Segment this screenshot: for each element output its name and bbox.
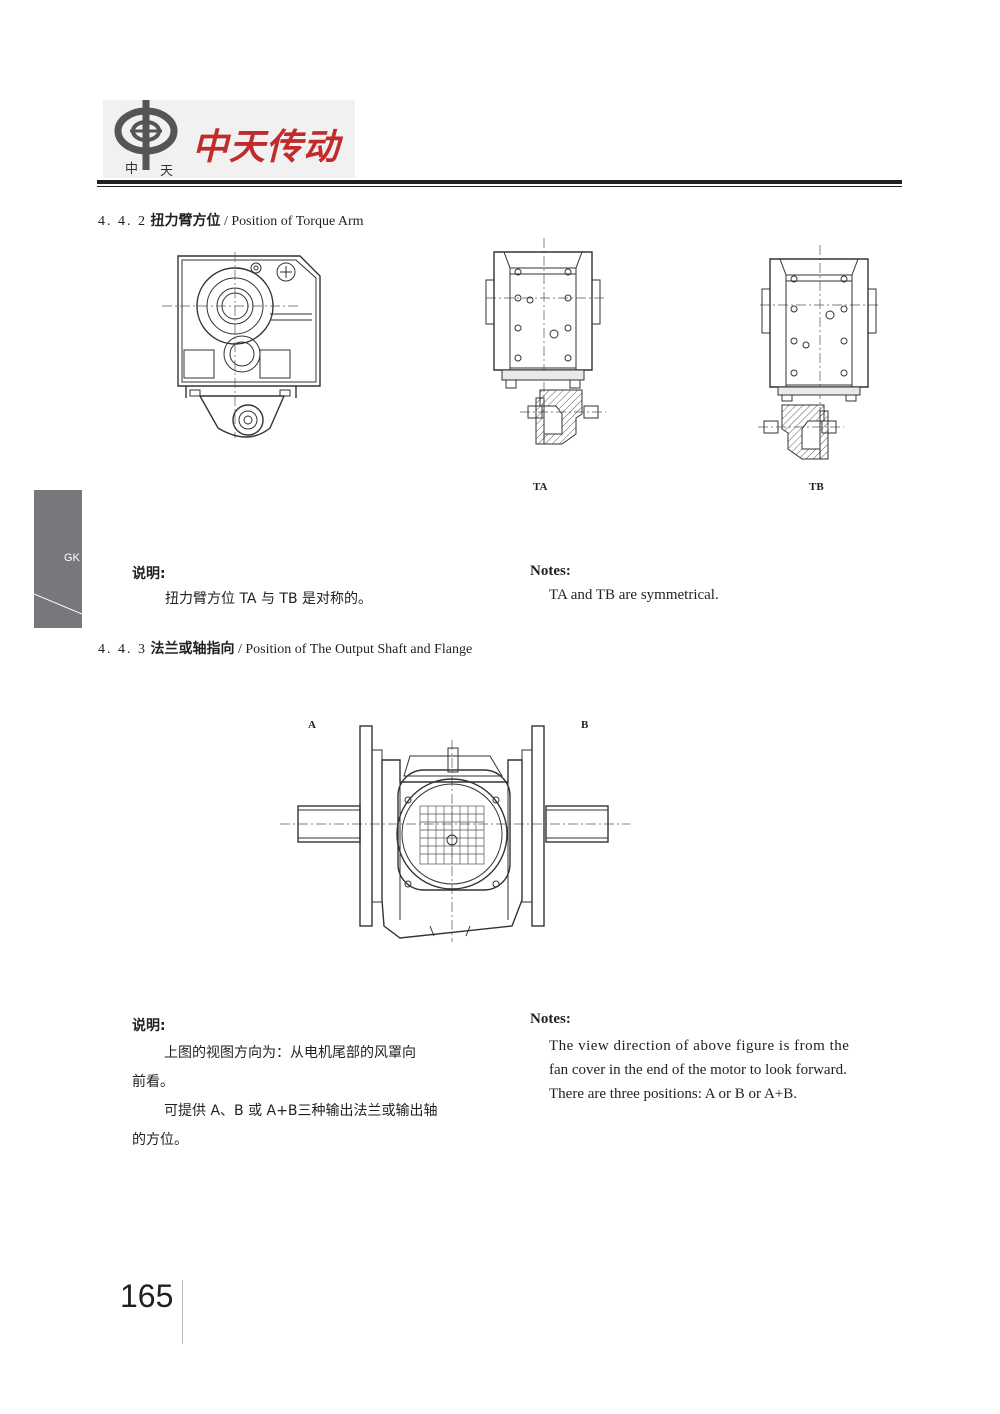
notes-en-body: The view direction of above figure is fr…: [549, 1034, 889, 1106]
section-title-en: / Position of The Output Shaft and Flang…: [238, 642, 473, 657]
notes-cn-p1-line2: 前看。: [132, 1074, 174, 1090]
brand-name: 中天传动: [192, 127, 341, 168]
brand-small-char-left: 中: [125, 162, 139, 177]
page-number: 165: [120, 1278, 174, 1314]
brand-emblem-icon: [114, 100, 178, 170]
notes-en-line3: There are three positions: A or B or A+B…: [549, 1086, 797, 1102]
figure-label-a: A: [308, 719, 316, 731]
output-shaft-flange-drawing: [280, 725, 630, 942]
figure-label-tb: TB: [809, 481, 824, 493]
notes-cn-p2-line2: 的方位。: [132, 1132, 188, 1148]
torque-arm-front-view-drawing: [162, 252, 321, 438]
notes-cn-p2-line1: 可提供 A、B 或 A+B三种输出法兰或输出轴: [164, 1103, 438, 1119]
section-443-heading: 4. 4. 3 法兰或轴指向 / Position of The Output …: [98, 638, 472, 658]
notes-en-body: TA and TB are symmetrical.: [549, 587, 719, 603]
notes-en-title: Notes:: [530, 563, 571, 579]
notes-cn-body: 上图的视图方向为：从电机尾部的风罩向 前看。 可提供 A、B 或 A+B三种输出…: [132, 1039, 492, 1155]
side-tab-diagonal: [34, 593, 82, 615]
brand-small-char-right: 天: [160, 164, 174, 179]
torque-arm-ta-drawing: [485, 238, 606, 445]
figure-label-ta: TA: [533, 481, 548, 493]
notes-en-line2: fan cover in the end of the motor to loo…: [549, 1062, 847, 1078]
notes-en-line1: The view direction of above figure is fr…: [549, 1038, 850, 1054]
side-tab-label: GK: [64, 552, 80, 564]
page-number-divider: [182, 1280, 183, 1344]
section-number: 4. 4. 2: [98, 214, 147, 229]
notes-cn-body: 扭力臂方位 TA 与 TB 是对称的。: [165, 591, 372, 607]
section-number: 4. 4. 3: [98, 642, 147, 657]
section-442-heading: 4. 4. 2 扭力臂方位 / Position of Torque Arm: [98, 210, 364, 230]
section-title-cn: 扭力臂方位: [150, 213, 221, 229]
header-rule-thin: [97, 186, 902, 187]
notes-en-title: Notes:: [530, 1011, 571, 1027]
header-rule: [97, 180, 902, 184]
torque-arm-tb-drawing: [758, 245, 880, 460]
figure-label-b: B: [581, 719, 589, 731]
side-tab: [34, 490, 82, 628]
section-title-cn: 法兰或轴指向: [150, 641, 235, 657]
section-title-en: / Position of Torque Arm: [224, 214, 364, 229]
notes-cn-p1-line1: 上图的视图方向为：从电机尾部的风罩向: [164, 1045, 416, 1061]
notes-cn-title: 说明:: [132, 566, 166, 582]
notes-cn-title: 说明:: [132, 1018, 166, 1034]
